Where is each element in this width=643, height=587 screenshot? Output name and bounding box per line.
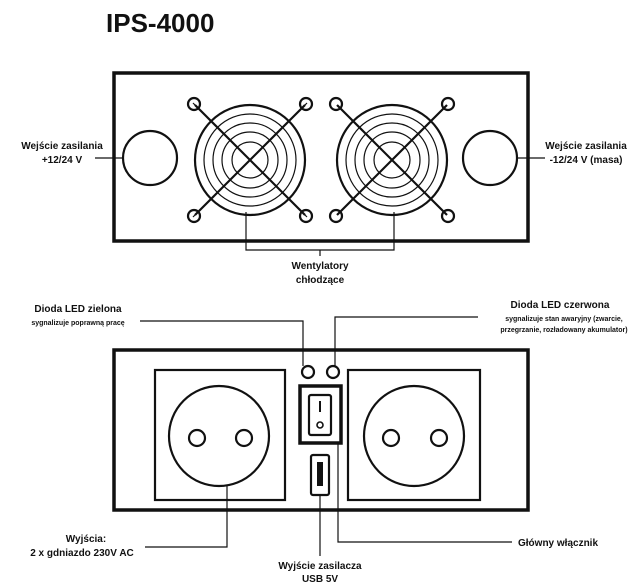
top-panel-frame xyxy=(112,71,530,243)
label-outputs-2: 2 x gdniazdo 230V AC xyxy=(30,548,134,559)
bottom-panel xyxy=(112,316,530,556)
label-input-minus-1: Wejście zasilania xyxy=(545,141,627,152)
top-panel xyxy=(95,71,545,256)
label-led-green-title: Dioda LED zielona xyxy=(34,304,122,315)
leader-led-green xyxy=(140,320,304,366)
label-led-green-desc: sygnalizuje poprawną pracę xyxy=(31,320,124,327)
label-usb-2: USB 5V xyxy=(302,574,338,585)
label-fans-2: chłodzące xyxy=(296,275,345,286)
fan-left xyxy=(186,96,314,224)
led-green xyxy=(300,364,316,380)
leader-led-red xyxy=(334,316,478,366)
label-input-plus-2: +12/24 V xyxy=(42,155,83,166)
bottom-panel-frame xyxy=(112,348,530,512)
input-jack-minus xyxy=(461,129,519,187)
leader-fans xyxy=(245,212,395,251)
label-fans-1: Wentylatory xyxy=(291,261,348,272)
led-red xyxy=(325,364,341,380)
label-input-minus-2: -12/24 V (masa) xyxy=(550,155,623,166)
leader-main-switch xyxy=(337,443,512,543)
fan-right xyxy=(328,96,456,224)
label-led-red-title: Dioda LED czerwona xyxy=(511,300,610,311)
label-main-switch: Główny włącznik xyxy=(518,538,598,549)
label-led-red-desc-1: sygnalizuje stan awaryjny (zwarcie, xyxy=(505,316,623,323)
input-jack-plus xyxy=(121,129,179,187)
main-switch xyxy=(298,384,343,445)
usb-port xyxy=(309,453,331,497)
label-led-red-desc-2: przegrzanie, rozładowany akumulator) xyxy=(500,327,627,334)
label-input-plus-1: Wejście zasilania xyxy=(21,141,103,152)
label-usb-1: Wyjście zasilacza xyxy=(278,561,362,572)
leader-outputs xyxy=(145,486,228,548)
label-outputs-1: Wyjścia: xyxy=(66,534,106,545)
socket-right xyxy=(346,368,482,502)
page-title: IPS-4000 xyxy=(106,8,214,38)
socket-left xyxy=(153,368,287,502)
